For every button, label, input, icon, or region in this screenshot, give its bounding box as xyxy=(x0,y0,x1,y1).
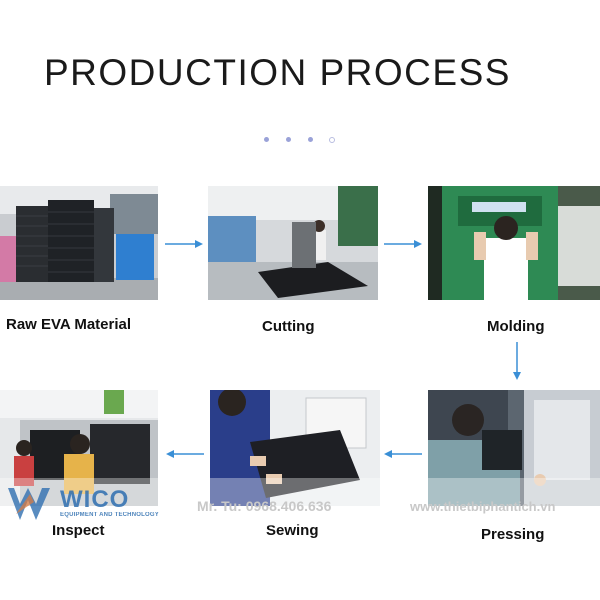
carousel-dot[interactable] xyxy=(286,137,291,142)
raw-eva-material-photo xyxy=(0,186,158,300)
step-label-molding: Molding xyxy=(487,318,545,335)
inspect-photo xyxy=(0,390,158,506)
step-label-pressing: Pressing xyxy=(481,526,545,543)
arrow-left-icon xyxy=(384,448,422,460)
arrow-left-icon xyxy=(166,448,204,460)
pressing-photo xyxy=(428,390,600,506)
step-label-raw-eva: Raw EVA Material xyxy=(6,316,132,333)
brand-name: WICO xyxy=(60,486,130,513)
carousel-dot[interactable] xyxy=(329,137,335,143)
wico-logo xyxy=(6,484,176,524)
contact-phone: Mr. Tu: 0968.406.636 xyxy=(197,498,332,514)
molding-photo xyxy=(428,186,600,300)
carousel-dot[interactable] xyxy=(264,137,269,142)
arrow-right-icon xyxy=(384,238,422,250)
cutting-photo xyxy=(208,186,378,300)
step-label-cutting: Cutting xyxy=(262,318,315,335)
arrow-down-icon xyxy=(511,342,523,380)
step-label-sewing: Sewing xyxy=(266,522,319,539)
sewing-photo xyxy=(210,390,380,506)
carousel-dots xyxy=(264,137,344,147)
arrow-right-icon xyxy=(165,238,203,250)
wico-logo-icon xyxy=(8,488,50,520)
brand-tagline: EQUIPMENT AND TECHNOLOGY xyxy=(60,512,159,518)
page-title: PRODUCTION PROCESS xyxy=(44,52,511,93)
step-label-inspect: Inspect xyxy=(52,522,105,539)
watermark-band xyxy=(0,478,600,526)
carousel-dot[interactable] xyxy=(308,137,313,142)
website-url: www.thietbiphantich.vn xyxy=(410,499,556,514)
